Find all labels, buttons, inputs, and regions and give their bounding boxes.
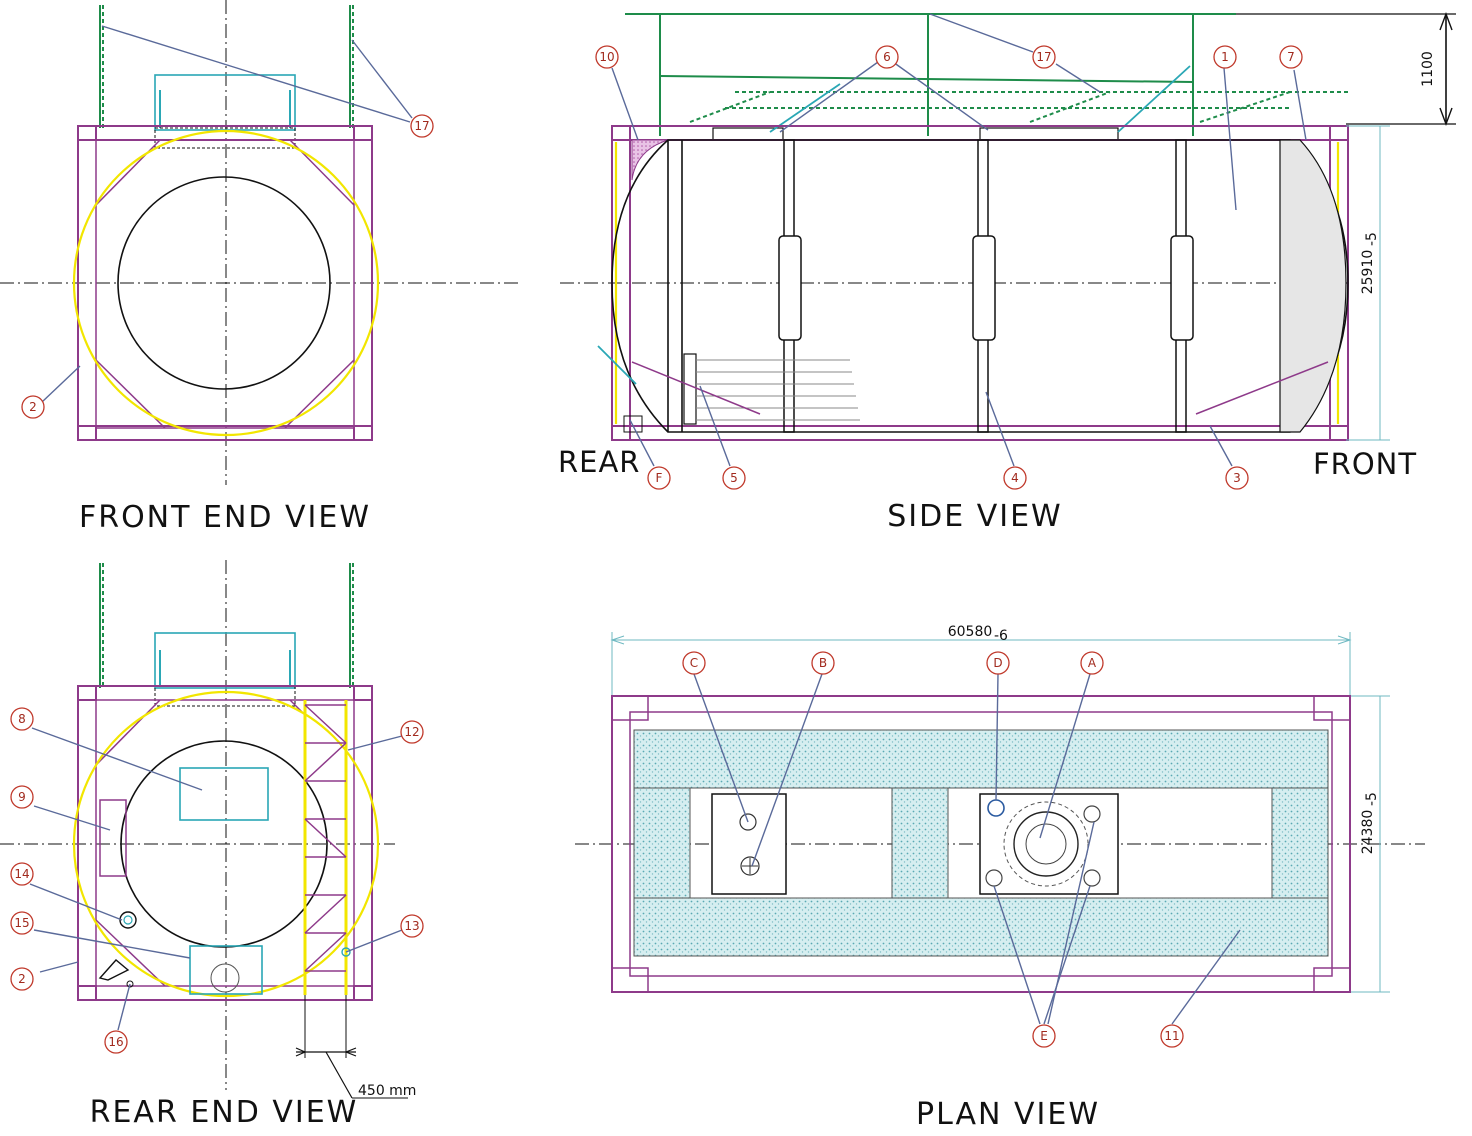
callout-C: C (682, 651, 706, 675)
callout-6: 6 (875, 45, 899, 69)
callout-17-front: 17 (410, 114, 434, 138)
dim-450-mm: 450 mm (358, 1083, 416, 1099)
callout-9: 9 (10, 785, 34, 809)
svg-text:C: C (690, 656, 698, 670)
callout-11: 11 (1160, 1024, 1184, 1048)
svg-text:B: B (819, 656, 827, 670)
rear-end-view-title: REAR END VIEW (90, 1095, 359, 1130)
rear-end-view (0, 560, 408, 1099)
callout-F: F (647, 466, 671, 490)
dim-60580-tol: -6 (994, 628, 1008, 644)
dim-24380: 24380 (1360, 810, 1376, 855)
callout-B: B (811, 651, 835, 675)
svg-text:2: 2 (29, 400, 37, 414)
svg-text:16: 16 (108, 1035, 123, 1049)
callout-4: 4 (1003, 466, 1027, 490)
callout-17-side: 17 (1032, 45, 1056, 69)
svg-text:17: 17 (1036, 50, 1051, 64)
svg-text:6: 6 (883, 50, 891, 64)
callout-2-rear: 2 (10, 967, 34, 991)
callout-12: 12 (400, 720, 424, 744)
callout-7: 7 (1279, 45, 1303, 69)
svg-text:13: 13 (404, 919, 419, 933)
plan-view-title: PLAN VIEW (916, 1097, 1100, 1132)
svg-text:8: 8 (18, 712, 26, 726)
dim-25910: 25910 (1360, 250, 1376, 295)
svg-text:9: 9 (18, 790, 26, 804)
callout-1: 1 (1213, 45, 1237, 69)
callout-16: 16 (104, 1030, 128, 1054)
svg-text:E: E (1040, 1029, 1048, 1043)
svg-text:4: 4 (1011, 471, 1019, 485)
dim-60580: 60580 (948, 624, 993, 640)
callout-E: E (1032, 1024, 1056, 1048)
dim-25910-group: 25910 -5 (1360, 232, 1380, 294)
dim-24380-group: 24380 -5 (1360, 792, 1380, 854)
svg-text:1: 1 (1221, 50, 1229, 64)
callout-14: 14 (10, 862, 34, 886)
svg-text:17: 17 (414, 119, 429, 133)
callout-2-front: 2 (21, 395, 45, 419)
dim-1100: 1100 (1420, 51, 1436, 87)
front-end-view-title: FRONT END VIEW (79, 500, 371, 535)
svg-text:2: 2 (18, 972, 26, 986)
svg-text:F: F (656, 471, 663, 485)
callout-3: 3 (1225, 466, 1249, 490)
plan-view (575, 632, 1425, 993)
callout-10: 10 (595, 45, 619, 69)
callout-8: 8 (10, 707, 34, 731)
front-end-view (0, 0, 520, 485)
callouts: 17 2 10 6 17 1 7 F 5 4 3 8 9 14 15 2 16 … (10, 45, 1303, 1054)
svg-text:12: 12 (404, 725, 419, 739)
callout-5: 5 (722, 466, 746, 490)
svg-text:D: D (993, 656, 1002, 670)
svg-text:10: 10 (599, 50, 614, 64)
callout-A: A (1080, 651, 1104, 675)
dim-25910-tol: -5 (1364, 232, 1380, 246)
svg-text:A: A (1088, 656, 1097, 670)
svg-text:7: 7 (1287, 50, 1295, 64)
callout-15: 15 (10, 911, 34, 935)
front-label: FRONT (1313, 447, 1417, 481)
svg-text:3: 3 (1233, 471, 1241, 485)
callout-13: 13 (400, 914, 424, 938)
svg-text:15: 15 (14, 916, 29, 930)
svg-text:11: 11 (1164, 1029, 1179, 1043)
svg-text:5: 5 (730, 471, 738, 485)
side-view (560, 12, 1456, 441)
callout-D: D (986, 651, 1010, 675)
side-view-title: SIDE VIEW (887, 499, 1062, 534)
leader-lines (29, 13, 1307, 1031)
rear-label: REAR (558, 445, 640, 479)
svg-text:14: 14 (14, 867, 29, 881)
dim-24380-tol: -5 (1364, 792, 1380, 806)
